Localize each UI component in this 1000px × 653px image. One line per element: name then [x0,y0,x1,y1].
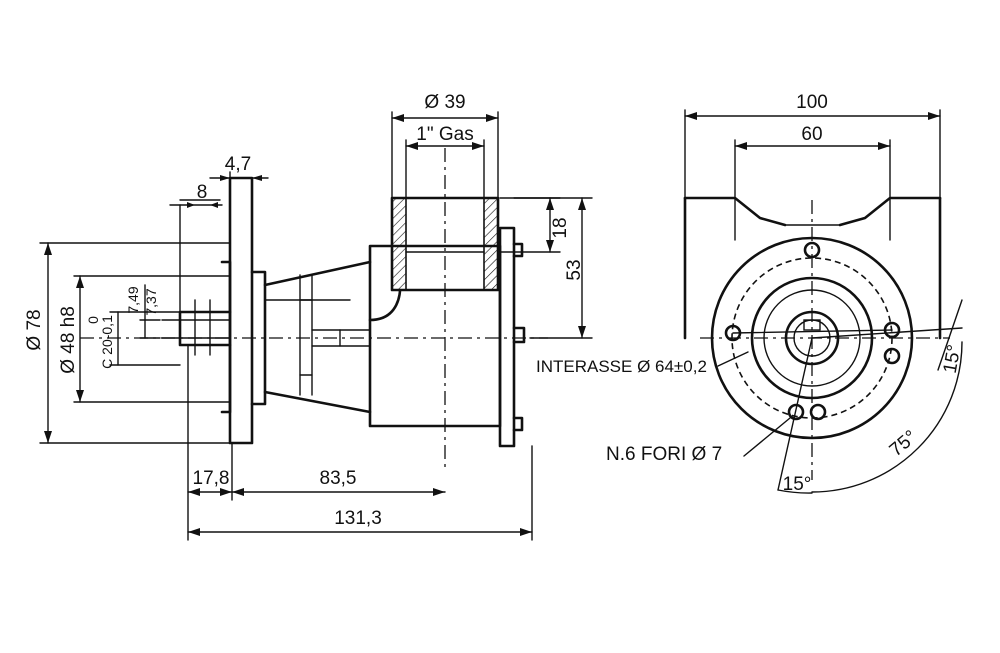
dim-d48: Ø 48 h8 [58,306,79,374]
dim-d78: Ø 78 [24,309,45,350]
dim-c20-tol: 0 [85,316,101,324]
dim-d39: Ø 39 [424,92,465,113]
dim-c20: C 20-0,1 [99,315,115,369]
dim-18: 18 [550,217,571,238]
note-interasse: INTERASSE Ø 64±0,2 [536,357,707,376]
dim-53: 53 [564,259,585,280]
dim-7-49: 7,49 [125,286,141,313]
dim-7-37: 7,37 [143,288,159,315]
angle-15-right: 15° [940,343,966,375]
dim-4-7: 4,7 [225,154,251,175]
front-view: 100 60 15° 15° 75° INTERASSE Ø 64±0,2 N.… [536,92,965,495]
dim-gas: 1" Gas [416,124,473,145]
angle-15-bottom: 15° [783,474,812,495]
dim-8: 8 [197,182,208,203]
dim-131-3: 131,3 [334,508,382,529]
dim-100: 100 [796,92,828,113]
note-fori: N.6 FORI Ø 7 [606,444,722,465]
angle-75: 75° [886,427,922,462]
dim-83-5: 83,5 [320,468,357,489]
dim-17-8: 17,8 [193,468,230,489]
dim-60: 60 [801,124,822,145]
side-view: Ø 39 1" Gas 4,7 8 18 53 [24,92,593,541]
